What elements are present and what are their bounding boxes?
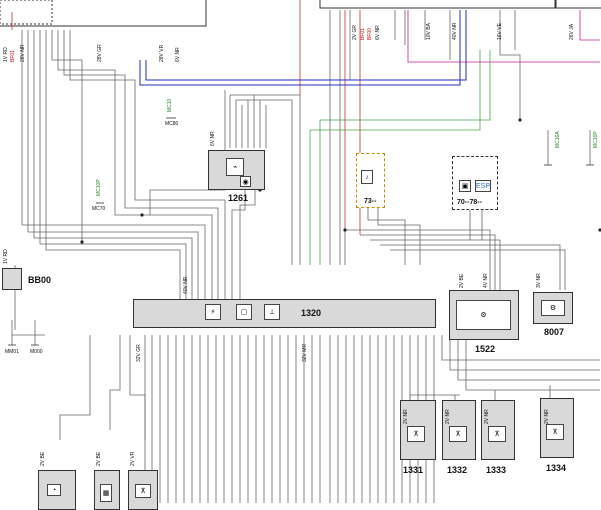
wire-code-label: MC16A: [555, 131, 561, 148]
connector-label: 2V BE: [459, 273, 465, 288]
component-1331-label: 1331: [403, 465, 424, 475]
connector-label: 40V NR: [452, 22, 458, 40]
component-8007-label: 8007: [544, 327, 565, 337]
connector-label: 2V BE: [96, 451, 102, 466]
connector-label: 26V JA: [569, 23, 575, 40]
bb00-label: BB00: [28, 275, 52, 285]
connector-label: 2V VR: [130, 451, 136, 466]
actuator-icon: ⊼: [407, 426, 425, 442]
connector-label: 3V NR: [536, 273, 542, 288]
component-1522-label: 1522: [475, 344, 496, 354]
component-7078-label: 70--78--: [457, 199, 482, 206]
actuator-icon: ⊼: [449, 426, 467, 442]
connector-label: 2V NR: [484, 409, 490, 424]
ground-symbols: [8, 117, 594, 346]
wire-code-label: BF01: [10, 50, 16, 62]
junction-dots: [80, 118, 601, 244]
top-right-module: [319, 0, 601, 9]
actuator-icon: ⊼: [135, 484, 151, 498]
gauge-icon: ◔: [47, 484, 61, 496]
wire-code-label: BF00: [367, 28, 373, 40]
wire-code-label: MC10P: [96, 179, 102, 196]
component-1320-label: 1320: [301, 308, 322, 318]
component-1261-label: 1261: [228, 193, 249, 203]
connector-label: 32V MR: [302, 343, 308, 362]
component-1334-box[interactable]: [540, 398, 574, 458]
top-left-module: [0, 0, 207, 27]
antenna-icon: ♪: [361, 170, 373, 184]
connector-icon: ⊥: [264, 304, 280, 320]
connector-label: 28V GR: [97, 44, 103, 62]
esp-icon: ESP: [475, 180, 491, 192]
magenta-wires: [407, 10, 600, 63]
connector-label: 40V NR: [183, 276, 189, 294]
ground-label: M000: [30, 349, 43, 355]
connector-label: 1V RD: [3, 249, 9, 264]
connector-label: 16V VE: [497, 23, 503, 40]
component-1332-label: 1332: [447, 465, 468, 475]
connector-label: 6V NR: [175, 47, 181, 62]
sensor-icon: ◉: [240, 176, 251, 187]
resistor-icon: ▦: [100, 484, 112, 502]
actuator-icon: ⊼: [488, 426, 506, 442]
switch-icon: ⌁: [226, 158, 244, 176]
motor-icon: ⚙: [456, 300, 511, 330]
relay-icon: ▢: [236, 304, 252, 320]
connector-label: 32V GR: [136, 344, 142, 362]
connector-label: 4V NR: [483, 273, 489, 288]
ground-label: MC80: [165, 121, 179, 127]
actuator-icon: ⊼: [546, 424, 564, 440]
component-1334-label: 1334: [546, 463, 567, 473]
connector-label: 6V NR: [210, 131, 216, 146]
connector-label: 28V NR: [20, 44, 26, 62]
connector-label: 2V NR: [403, 409, 409, 424]
wire-code-label: MC16P: [593, 131, 599, 148]
display-icon: ▣: [459, 180, 471, 192]
wire-code-label: MC10: [167, 98, 173, 112]
connector-label: 2V NR: [445, 409, 451, 424]
connector-label: 2V GR: [352, 24, 358, 40]
component-8007-box[interactable]: [533, 292, 573, 324]
ground-label: MC70: [92, 206, 106, 212]
connector-label: 2V BE: [40, 451, 46, 466]
component-1320-box[interactable]: [133, 299, 436, 328]
component-73-label: 73--: [364, 198, 377, 205]
connector-label: 6V NR: [375, 25, 381, 40]
blue-wires: [139, 10, 467, 86]
gear-icon: ⚙: [541, 300, 565, 316]
component-1333-label: 1333: [486, 465, 507, 475]
connector-label: 2V NR: [544, 409, 550, 424]
wire-code-label: BF01: [360, 28, 366, 40]
connector-label: 10V BA: [426, 23, 432, 40]
ground-label: MM01: [5, 349, 19, 355]
connector-label: 28V VR: [159, 44, 165, 62]
fuse-icon: ⚡: [205, 304, 221, 320]
connector-label: 1V RD: [3, 47, 9, 62]
bb00-battery-box[interactable]: [2, 268, 22, 290]
